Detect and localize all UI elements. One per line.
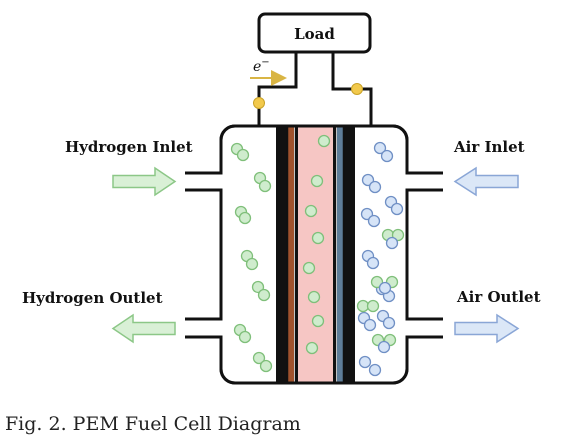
hydrogen-inlet-arrow — [112, 166, 177, 197]
hydrogen-molecules — [230, 142, 273, 373]
air-outlet-arrow — [454, 313, 520, 344]
figure-caption: Fig. 2. PEM Fuel Cell Diagram — [5, 413, 301, 435]
hydrogen-outlet-label: Hydrogen Outlet — [22, 289, 163, 307]
pem-membrane — [296, 125, 335, 384]
water-molecules — [356, 228, 405, 354]
electron-label: e− — [253, 57, 270, 75]
air-inlet-port — [407, 171, 443, 192]
cathode-electrode — [344, 126, 355, 383]
cathode-terminal — [351, 83, 363, 95]
air-inlet-arrow — [453, 166, 519, 197]
air-inlet-label: Air Inlet — [453, 138, 525, 156]
hydrogen-ions — [302, 134, 331, 355]
load-label: Load — [294, 25, 335, 43]
cathode-catalyst-layer — [337, 126, 343, 383]
anode-catalyst-layer — [288, 126, 294, 383]
air-outlet-port — [407, 317, 443, 339]
hydrogen-inlet-label: Hydrogen Inlet — [65, 138, 193, 156]
load-box — [257, 12, 372, 54]
air-outlet-label: Air Outlet — [456, 288, 541, 306]
anode-terminal — [253, 97, 265, 109]
hydrogen-inlet-port — [185, 171, 221, 192]
anode-electrode — [276, 126, 287, 383]
hydrogen-outlet-arrow — [111, 313, 176, 344]
hydrogen-outlet-port — [185, 317, 221, 339]
